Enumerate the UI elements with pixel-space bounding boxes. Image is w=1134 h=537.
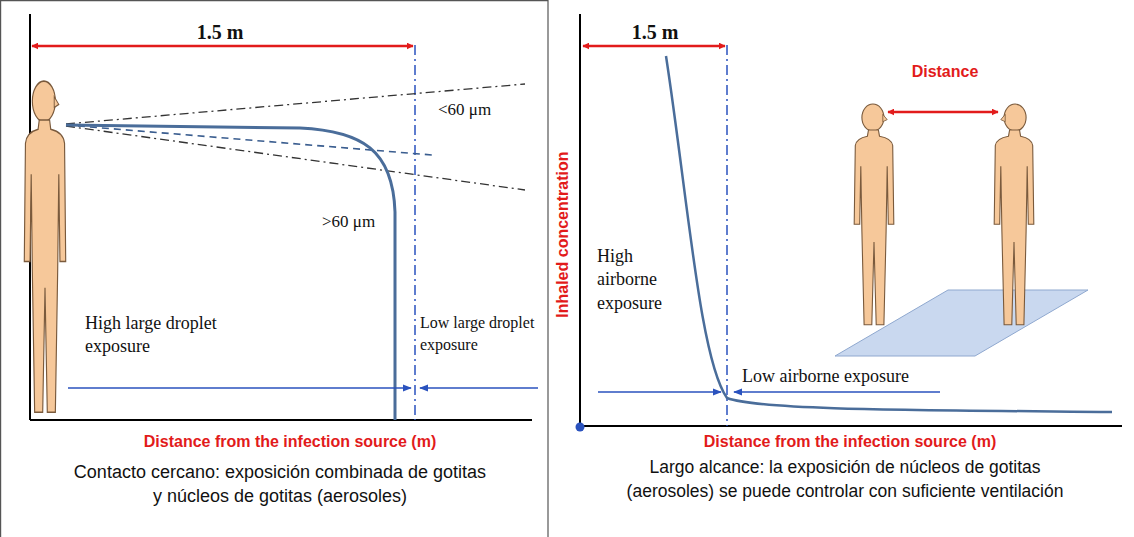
- zone-label: High large droplet exposure: [85, 312, 250, 359]
- zone-arrow: [598, 391, 721, 393]
- dimension-label: 1.5 m: [180, 20, 260, 44]
- distance-arrow: [888, 111, 998, 114]
- axis-title: Inhaled concentration: [553, 125, 572, 345]
- dimension-label: 1.5 m: [615, 20, 695, 44]
- zone-arrow: [68, 387, 411, 389]
- particle-size-label: <60 μm: [438, 100, 518, 120]
- person-figure: [24, 81, 65, 412]
- axis-title: Distance from the infection source (m): [640, 432, 1060, 451]
- zone-arrow: [420, 387, 538, 389]
- axis-title: Distance from the infection source (m): [80, 432, 500, 451]
- spread-line: [66, 126, 525, 190]
- left-axes: [30, 14, 532, 420]
- zone-label: Low large droplet exposure: [420, 312, 544, 355]
- right-axes: [580, 14, 1122, 426]
- zone-label: Low airborne exposure: [742, 366, 942, 388]
- distance-arrow: [583, 45, 725, 48]
- zone-label: High airborne exposure: [597, 245, 687, 315]
- panel-caption: Largo alcance: la exposición de núcleos …: [610, 456, 1080, 503]
- origin-dot: [576, 423, 585, 432]
- droplet-trajectory: [66, 125, 395, 420]
- distance-marker: [726, 45, 728, 426]
- distance-marker: [414, 45, 416, 420]
- table-frame: [0, 0, 548, 537]
- person-figure: [854, 104, 894, 325]
- panel-caption: Contacto cercano: exposición combinada d…: [70, 460, 490, 509]
- particle-size-label: >60 μm: [322, 212, 388, 232]
- concentration-curve: [666, 56, 1112, 412]
- person-figure: [994, 104, 1034, 325]
- zone-arrow: [734, 391, 940, 393]
- distance-label: Distance: [890, 62, 1000, 81]
- distance-arrow: [32, 45, 413, 48]
- aerosol-path: [66, 125, 432, 155]
- spread-line: [66, 84, 525, 124]
